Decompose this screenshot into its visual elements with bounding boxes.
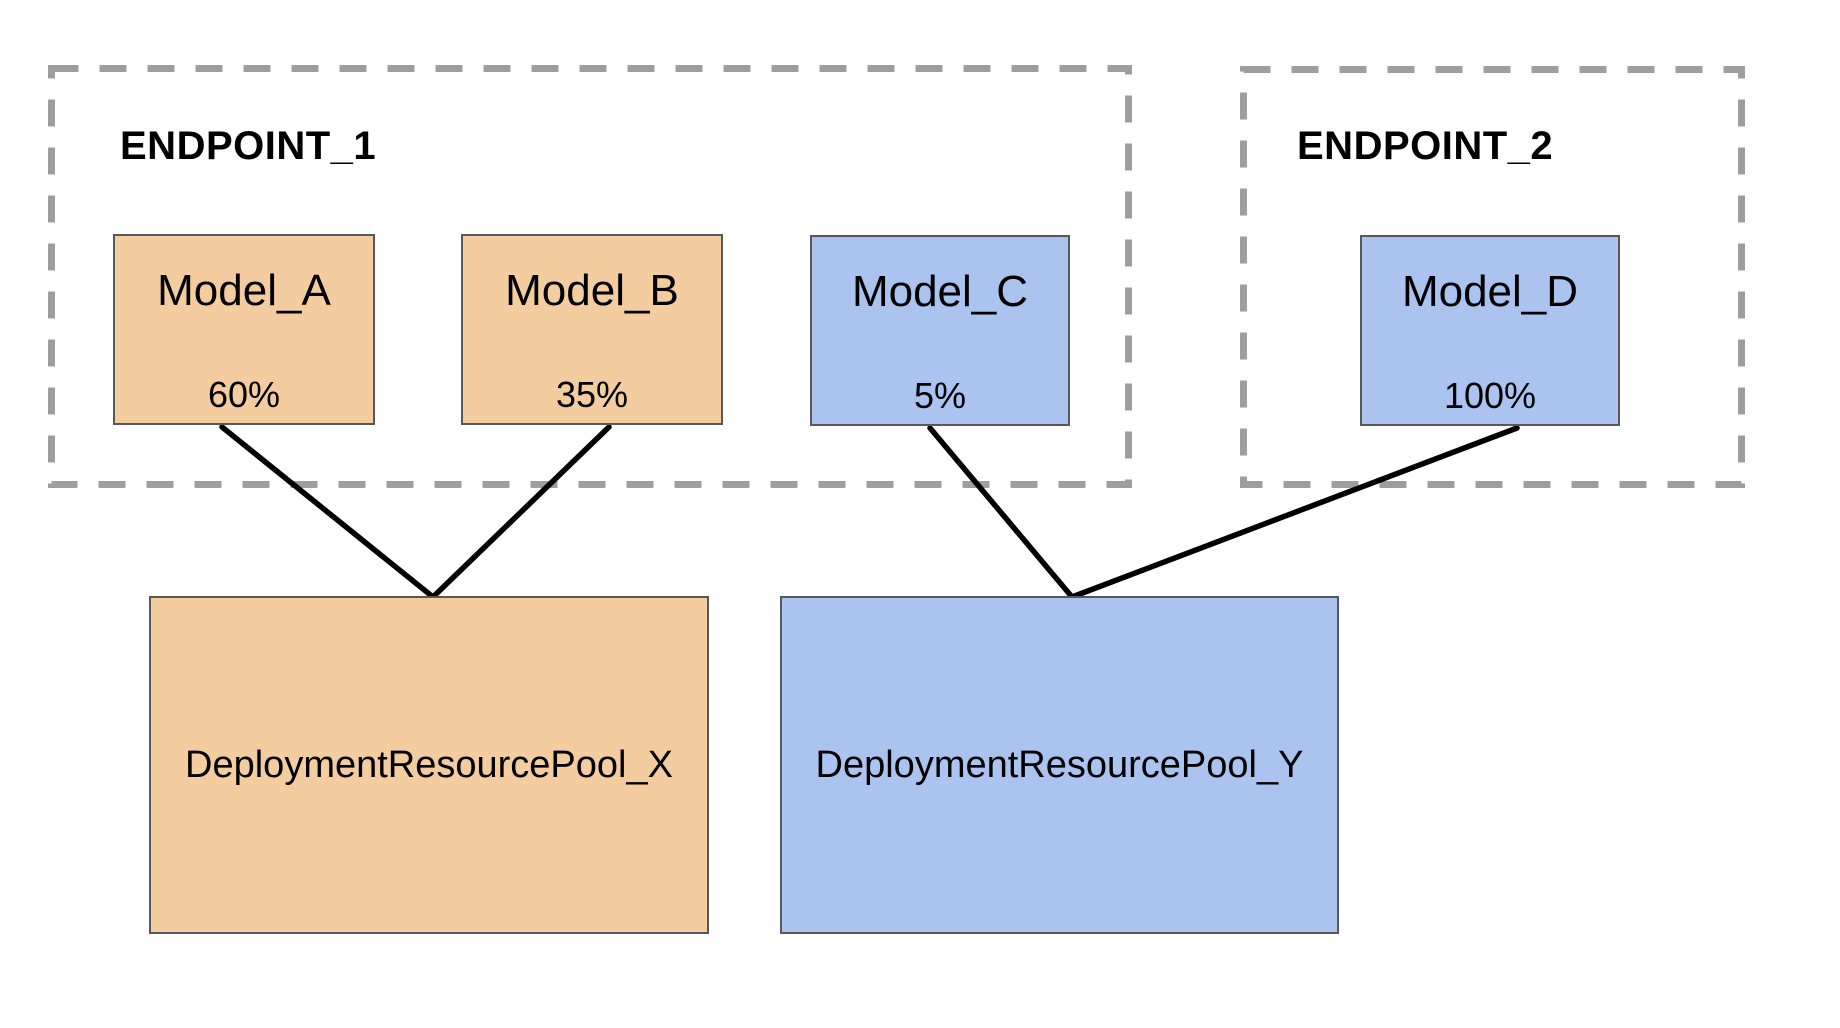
connector-model-b-pool-x [430,424,612,600]
model-b-node: Model_B 35% [461,234,723,425]
model-d-traffic-split: 100% [1443,375,1537,416]
endpoint-1-label: ENDPOINT_1 [120,124,377,168]
model-a-traffic-split: 60% [207,374,281,415]
endpoint-1-dashed-border [48,65,1132,488]
deployment-resource-pool-x-name: DeploymentResourcePool_X [185,743,673,786]
endpoint-2-dashed-border [1240,66,1745,488]
connector-model-d-pool-y [1069,425,1520,600]
endpoint-2-label: ENDPOINT_2 [1297,124,1554,168]
model-b-traffic-split: 35% [555,374,629,415]
model-a-node: Model_A 60% [113,234,375,425]
connector-model-a-pool-x [219,424,436,600]
deployment-resource-pool-x-node: DeploymentResourcePool_X [149,596,709,934]
model-b-name: Model_B [505,266,679,315]
model-a-name: Model_A [157,266,331,315]
deployment-resource-pool-y-node: DeploymentResourcePool_Y [780,596,1339,934]
model-c-name: Model_C [851,267,1029,316]
model-c-node: Model_C 5% [810,235,1070,426]
model-d-node: Model_D 100% [1360,235,1620,426]
connector-model-c-pool-y [927,425,1075,600]
model-c-traffic-split: 5% [913,375,967,416]
deployment-resource-pool-y-name: DeploymentResourcePool_Y [815,743,1304,786]
model-d-name: Model_D [1401,267,1579,316]
